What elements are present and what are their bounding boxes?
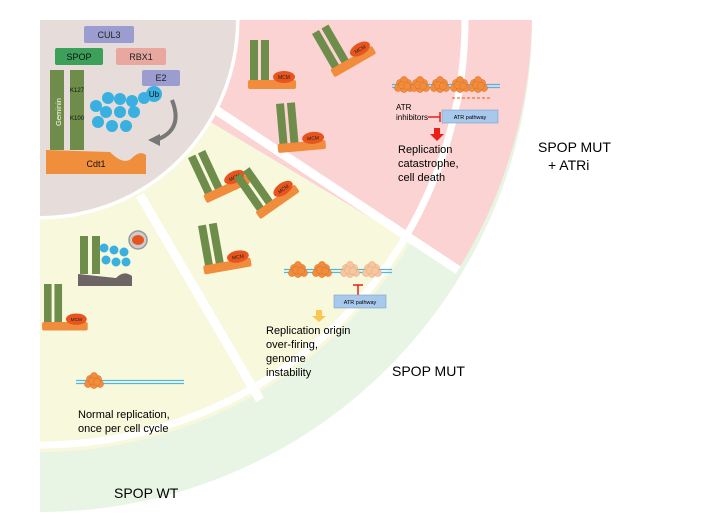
replication-origin-cluster	[362, 261, 382, 278]
atri-pathway-box	[441, 109, 499, 124]
mut-outcome-arrow	[312, 310, 326, 322]
e2-label: E2	[155, 73, 166, 83]
replication-origin-cluster	[84, 372, 104, 389]
mcm-oval	[227, 250, 249, 263]
zone-divider-spoke-3	[34, 210, 42, 221]
atri-inhibitor-line2: inhibitors	[396, 113, 428, 122]
mcm-oval	[65, 313, 87, 325]
mut-outcome-line1: Replication origin	[266, 325, 350, 337]
ub-label: Ub	[149, 90, 160, 99]
mcm-label: MCM	[277, 184, 290, 196]
mcm-helicase: MCM	[234, 167, 300, 219]
mcm-helicase: MCM	[198, 222, 252, 275]
dna-group	[76, 76, 500, 389]
crl3-spop-complex: CUL3 SPOP RBX1 E2 Geminin K127 K100 Cdt1…	[46, 26, 180, 174]
replication-origin-cluster	[312, 261, 332, 278]
mcm-helicase: MCM	[312, 24, 376, 77]
mcm-oval	[273, 180, 293, 197]
cdt1-shape	[46, 150, 146, 174]
wt-geminin-degraded	[78, 230, 148, 286]
replication-origin-cluster	[450, 76, 470, 93]
atri-outcome-arrow	[430, 128, 444, 141]
replication-origin-cluster	[288, 261, 308, 278]
mcm-label: MCM	[307, 135, 319, 142]
rbx1-box	[116, 48, 166, 65]
replication-origin-cluster	[468, 76, 488, 93]
mcm-group: MCMMCMMCMMCMMCMMCMMCM	[42, 24, 376, 331]
geminin-rod-left	[50, 70, 64, 150]
atri-outcome-line1: Replication	[398, 144, 452, 156]
mcm-oval	[273, 71, 295, 83]
geminin-rod-right	[70, 70, 84, 150]
cul3-box	[84, 26, 134, 43]
wt-outcome-line2: once per cell cycle	[78, 423, 169, 435]
mut-outcome-line4: instability	[266, 367, 312, 379]
spop-box	[55, 48, 103, 65]
atri-zone-title-line2: + ATRi	[548, 157, 589, 173]
ubiquitin-transfer-arrow	[155, 99, 178, 142]
mcm-helicase: MCM	[276, 102, 326, 153]
ub-bubble	[146, 86, 162, 102]
mut-zone-title: SPOP MUT	[392, 363, 465, 379]
replication-origin-cluster	[340, 261, 360, 278]
k127-label: K127	[70, 88, 85, 94]
wt-zone-title: SPOP WT	[114, 485, 179, 501]
cdt1-label: Cdt1	[86, 159, 105, 169]
atri-outcome-line3: cell death	[398, 172, 445, 184]
geminin-label: Geminin	[54, 98, 63, 126]
mut-pathway-label: ATR pathway	[344, 300, 377, 306]
replication-origin-cluster	[410, 76, 430, 93]
spop-label: SPOP	[66, 52, 91, 62]
replication-origin-cluster	[430, 76, 450, 93]
atri-pathway-label: ATR pathway	[454, 115, 487, 121]
mcm-label: MCM	[71, 317, 82, 323]
mcm-oval	[349, 41, 370, 57]
mcm-helicase: MCM	[42, 284, 88, 331]
zone-divider-spoke-2	[213, 106, 461, 274]
cul3-label: CUL3	[97, 30, 120, 40]
mcm-label: MCM	[354, 44, 367, 55]
rbx1-label: RBX1	[129, 52, 153, 62]
zone-divider-spoke-1	[136, 192, 264, 403]
k100-label: K100	[70, 116, 85, 122]
mcm-helicase: MCM	[248, 40, 296, 89]
mcm-label: MCM	[232, 254, 245, 262]
atri-outcome-line2: catastrophe,	[398, 158, 459, 170]
mut-outcome-line2: over-firing,	[266, 339, 318, 351]
ubiquitin-arrow-head	[148, 134, 160, 146]
mcm-oval	[302, 131, 325, 144]
mut-outcome-line3: genome	[266, 353, 306, 365]
ubiquitin-chain	[90, 92, 150, 132]
atri-inhibitor-line1: ATR	[396, 103, 412, 112]
e2-box	[142, 70, 180, 86]
mcm-label: MCM	[278, 75, 290, 81]
wt-outcome-line1: Normal replication,	[78, 409, 170, 421]
mut-pathway-box	[333, 294, 387, 309]
atri-zone-title-line1: SPOP MUT	[538, 139, 611, 155]
replication-origin-cluster	[394, 76, 414, 93]
